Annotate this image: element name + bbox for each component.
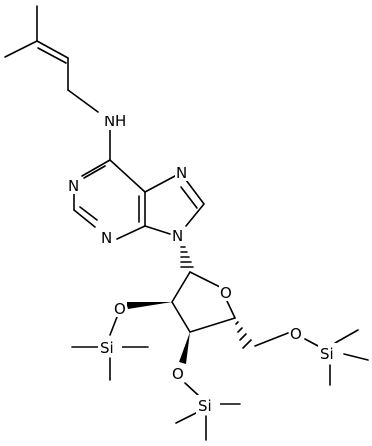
atom-o3: O [171,364,185,383]
bond-c5p-o5 [254,332,289,347]
bond-c3-c2-double [37,47,67,64]
atom-n3: N [100,228,114,247]
bond-c8-n9 [185,203,205,227]
atom-label-nh: N [104,112,115,130]
bond-n9-c4 [144,225,171,235]
bond-si5-me-right [343,353,369,361]
bond-oring-c4p [226,300,236,319]
bond-n7-c8 [185,179,205,205]
atom-label-o5: O [290,325,302,343]
bond-si3-me-left [175,411,199,424]
bond-c1-nh [67,89,99,113]
bond-c6-n1 [81,159,111,177]
bond-o2-si2 [109,316,118,336]
atom-label-o-ring: O [220,284,232,302]
bond-c5-n7 [144,175,176,193]
bond-c2p-c1p [171,271,191,303]
bond-c5-c6 [109,159,146,193]
hashed-wedge-c4p-c5p [235,321,252,349]
atom-label-si3: Si [198,397,212,415]
bond-c2-n3-double [79,206,98,221]
bond-si5-me-up [334,329,359,344]
atom-label-n9: N [172,227,183,245]
bond-n3-c4 [116,225,146,240]
atom-si3: Si [196,395,220,415]
wedge-c2p-o2 [126,302,172,309]
atom-n1: N [67,176,81,195]
bond-c3p-c2p [171,301,191,333]
bond-o3-si3 [184,382,199,396]
atom-n7: N [175,163,189,182]
atom-label-o3: O [172,365,184,383]
bond-c2-n3 [73,209,96,228]
atom-label-si5: Si [320,345,334,363]
atom-o-ring: O [219,283,233,302]
bond-n7-c8-double [180,186,198,209]
atom-label-o2: O [114,300,126,318]
bond-c1p-oring [189,271,221,288]
atom-label-si2: Si [100,339,114,357]
bond-c4p-c3p [189,317,236,333]
atom-si5: Si [318,343,342,363]
atom-h: H [102,112,126,130]
wedge-c3p-o3 [179,332,190,364]
atom-label-n1: N [68,177,79,195]
atom-label-n7: N [176,164,187,182]
atom-o5: O [289,324,303,343]
bond-c3-c2 [36,40,69,59]
atom-si2: Si [98,337,122,357]
atom-o2: O [113,299,127,318]
bond-me1-c3 [4,40,38,58]
atom-n9: N [171,226,185,245]
bond-o5-si5 [304,338,321,348]
bond-c6-n1-double [83,165,106,179]
atom-label-h: H [115,112,126,130]
atom-label-n3: N [101,229,112,247]
hashed-wedge-n9-c1p [180,246,194,268]
